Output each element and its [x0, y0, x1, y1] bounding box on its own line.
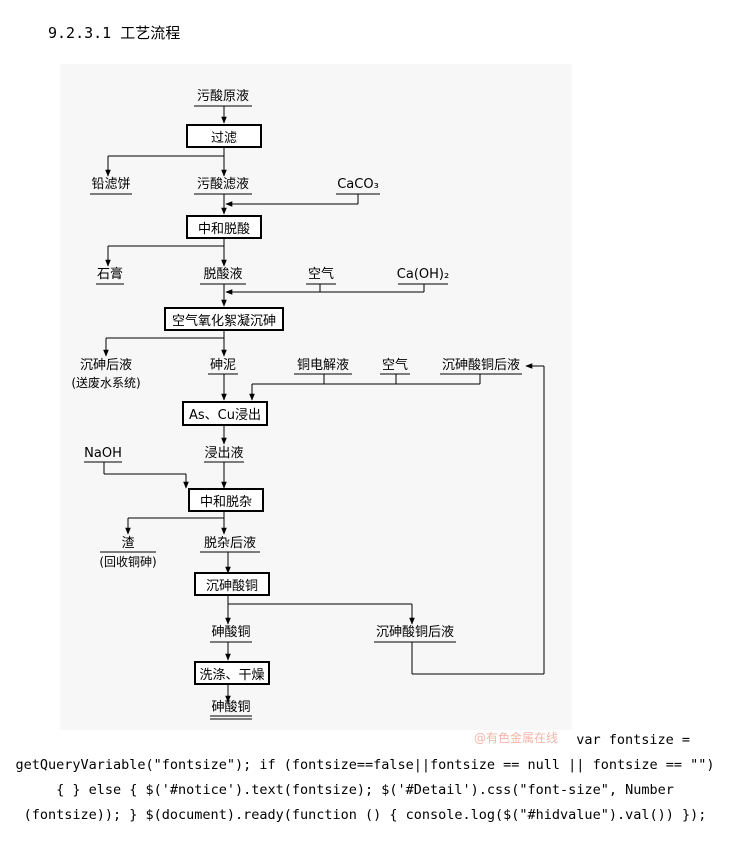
label-to-waste-water: (送废水系统) — [71, 376, 141, 390]
label-copper-arsenate: 砷酸铜 — [211, 625, 251, 640]
label-leach-liquid: 浸出液 — [204, 446, 244, 461]
process-neutralize-deimpurity: 中和脱杂 — [188, 488, 264, 512]
label-waste-acid-filtrate: 污酸滤液 — [196, 177, 250, 192]
label-cu-arsenate-liquid-top: 沉砷酸铜后液 — [441, 358, 521, 373]
process-wash-dry: 洗涤、干燥 — [194, 661, 270, 685]
label-waste-acid-raw: 污酸原液 — [196, 89, 250, 104]
label-air-1: 空气 — [307, 267, 335, 282]
process-neutralize-deacid: 中和脱酸 — [186, 215, 262, 239]
label-caco3: CaCO₃ — [337, 177, 379, 192]
label-lead-cake: 铅滤饼 — [91, 177, 131, 192]
label-recover-cu-as: (回收铜砷) — [99, 555, 157, 569]
process-air-oxidation: 空气氧化絮凝沉砷 — [164, 307, 284, 331]
label-air-2: 空气 — [381, 358, 409, 373]
section-heading: 9.2.3.1 工艺流程 — [48, 24, 181, 42]
label-caoh2: Ca(OH)₂ — [396, 267, 450, 282]
label-copper-electrolyte: 铜电解液 — [296, 358, 350, 373]
label-copper-arsenate-final: 砷酸铜 — [211, 700, 251, 715]
code-line: var fontsize = — [576, 732, 690, 748]
label-naoh: NaOH — [84, 446, 122, 461]
code-text-block: var fontsize = getQueryVariable("fontsiz… — [0, 728, 730, 828]
label-as-precip-liquid: 沉砷后液 — [79, 358, 133, 373]
process-filter: 过滤 — [186, 124, 262, 148]
label-cu-arsenate-liquid-bottom: 沉砷酸铜后液 — [375, 625, 455, 640]
process-cu-arsenate-precip: 沉砷酸铜 — [194, 572, 270, 596]
process-flow-diagram: 污酸原液 铅滤饼 污酸滤液 CaCO₃ 石膏 脱酸液 空气 Ca(OH)₂ 沉砷… — [60, 64, 572, 730]
watermark-text: @有色金属在线 — [474, 731, 559, 745]
label-deacid-liquid: 脱酸液 — [203, 267, 243, 282]
label-slag: 渣 — [121, 536, 135, 551]
label-arsenic-sludge: 砷泥 — [209, 358, 237, 373]
process-as-cu-leach: As、Cu浸出 — [182, 401, 268, 426]
code-line: { } else { $('#notice').text(fontsize); … — [56, 782, 674, 798]
code-line: getQueryVariable("fontsize"); if (fontsi… — [15, 757, 715, 773]
label-gypsum: 石膏 — [96, 267, 124, 282]
label-deimpurity-liquid: 脱杂后液 — [203, 536, 257, 551]
flow-connectors — [84, 105, 545, 720]
code-line: (fontsize)); } $(document).ready(functio… — [23, 807, 707, 823]
